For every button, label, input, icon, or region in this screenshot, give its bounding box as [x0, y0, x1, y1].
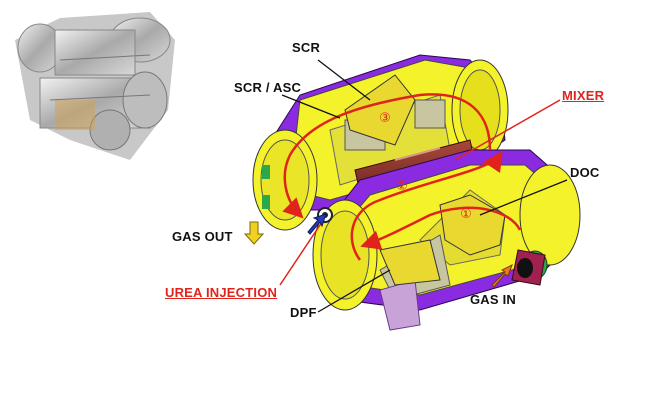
gas-out-arrow [243, 221, 265, 245]
flow-step-markers: ① ② ③ [379, 111, 472, 222]
leader-urea-injection [279, 221, 323, 286]
label-urea-injection: UREA INJECTION [165, 285, 278, 300]
dpf-filter-cutaway [379, 239, 441, 286]
flow-step-3: ③ [379, 111, 391, 126]
urea-flow-arrow [307, 213, 327, 235]
label-doc: DOC [570, 165, 600, 180]
flow-arrow-scr [282, 93, 492, 219]
label-scr: SCR [292, 40, 321, 55]
callout-leaders [281, 59, 568, 313]
leader-doc [479, 179, 568, 216]
leader-scr-asc [281, 94, 341, 119]
label-mixer: MIXER [562, 88, 605, 103]
flow-step-1: ① [460, 207, 472, 222]
gas-in-arrow [491, 263, 513, 288]
leader-mixer [454, 99, 561, 161]
red-callout-leaders [279, 99, 561, 286]
label-gas-out: GAS OUT [172, 229, 233, 244]
product-photo-thumbnail [15, 12, 175, 160]
flow-step-2: ② [396, 179, 408, 194]
label-scr-asc: SCR / ASC [234, 80, 302, 95]
exhaust-flow-path [282, 93, 522, 261]
leader-scr [317, 59, 371, 101]
scr-catalyst-cutaway [344, 74, 416, 146]
flow-arrow-mixer [350, 150, 503, 261]
label-dpf: DPF [290, 305, 317, 320]
gas-inlet-fitting [511, 249, 548, 286]
leader-dpf [317, 269, 391, 313]
label-gas-in: GAS IN [470, 292, 516, 307]
flow-arrow-doc-dpf [360, 206, 522, 250]
